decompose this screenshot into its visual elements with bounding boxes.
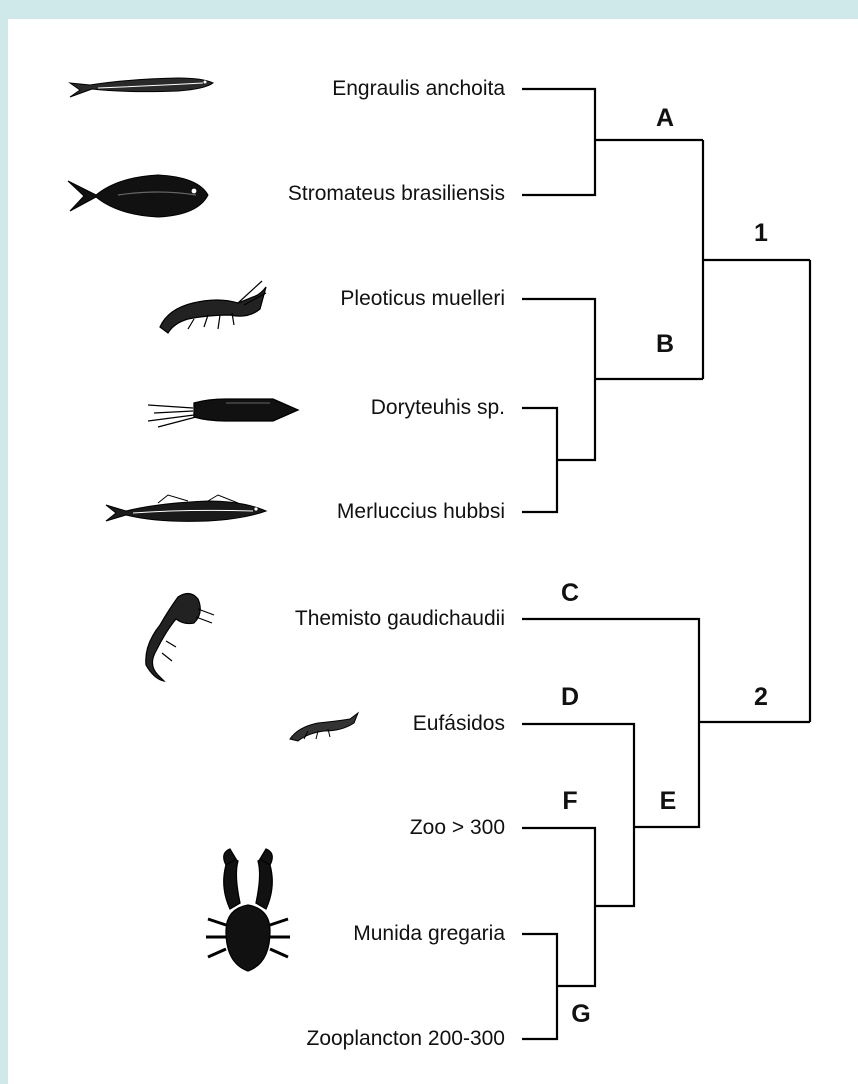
krill-icon: [290, 713, 358, 741]
label-eufasidos: Eufásidos: [413, 712, 505, 735]
label-pleoticus: Pleoticus muelleri: [340, 287, 505, 310]
node-label-g: G: [571, 1000, 590, 1028]
label-doryteuhis: Doryteuhis sp.: [371, 396, 505, 419]
branch-engraulis: [522, 89, 595, 195]
branch-eufasidos: [522, 724, 634, 906]
branch-munida-zooplancton: [522, 934, 557, 1039]
butterfish-icon: [68, 175, 208, 217]
node-label-2: 2: [754, 683, 768, 711]
node-label-d: D: [561, 683, 579, 711]
branch-doryteuhis-merluccius: [522, 408, 557, 512]
node-label-c: C: [561, 579, 579, 607]
anchovy-icon: [70, 78, 213, 97]
label-engraulis: Engraulis anchoita: [332, 77, 505, 100]
branch-pleoticus: [522, 299, 595, 460]
node-label-1: 1: [754, 219, 768, 247]
label-zoo300: Zoo > 300: [410, 816, 505, 839]
node-label-e: E: [660, 787, 677, 815]
dendrogram: Engraulis anchoita Stromateus brasiliens…: [8, 19, 858, 1084]
node-label-f: F: [562, 787, 577, 815]
node-label-b: B: [656, 330, 674, 358]
hake-icon: [106, 495, 266, 521]
squid-icon: [148, 399, 298, 427]
label-merluccius: Merluccius hubbsi: [337, 500, 505, 523]
label-stromateus: Stromateus brasiliensis: [288, 182, 505, 205]
node-label-a: A: [656, 104, 674, 132]
amphipod-icon: [146, 593, 214, 681]
squat-lobster-icon: [206, 849, 290, 971]
diagram-panel: Engraulis anchoita Stromateus brasiliens…: [8, 19, 858, 1084]
label-munida: Munida gregaria: [353, 922, 505, 945]
label-zooplancton: Zooplancton 200-300: [307, 1027, 506, 1050]
label-themisto: Themisto gaudichaudii: [295, 607, 505, 630]
shrimp-icon: [160, 281, 266, 333]
branch-zoo300: [522, 828, 595, 986]
